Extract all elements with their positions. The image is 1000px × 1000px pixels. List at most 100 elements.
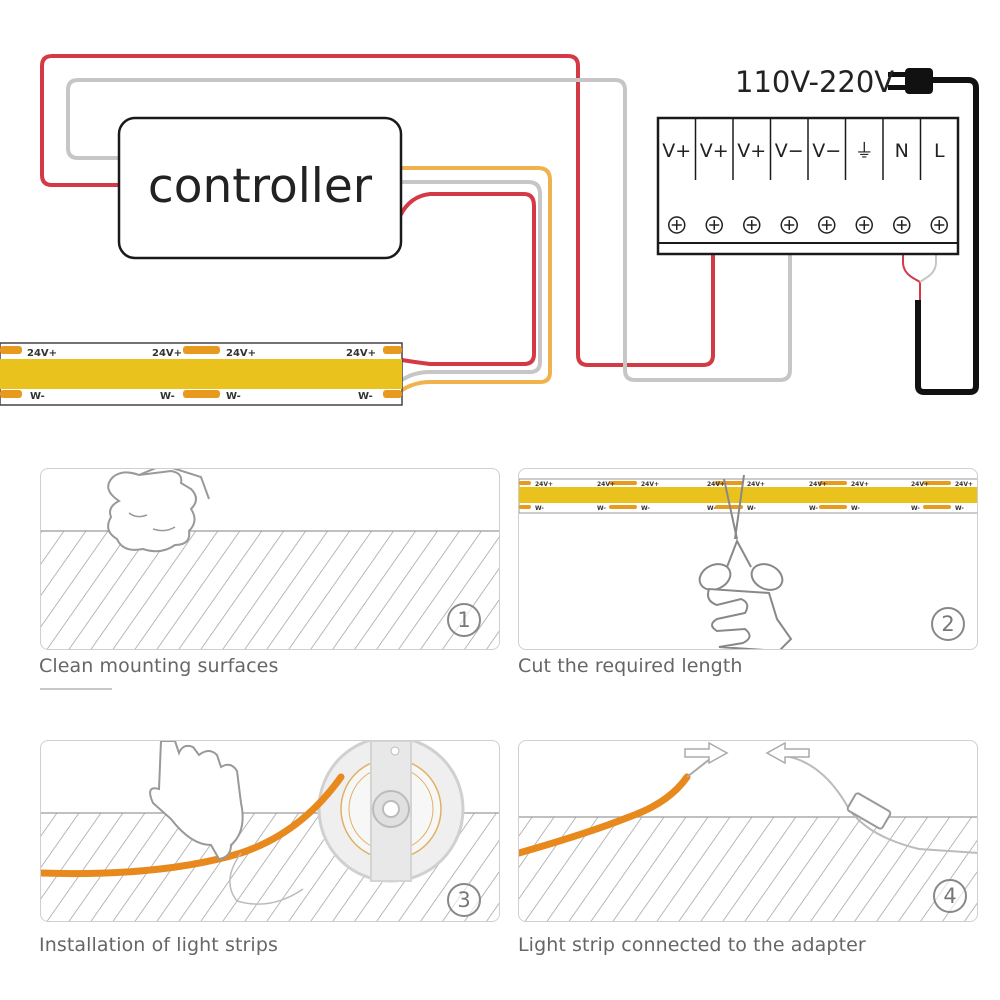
terminal-screw-icon: [855, 216, 873, 234]
hand-cloth-icon: [107, 469, 210, 553]
strip-pos-label: 24V+: [707, 481, 725, 488]
strip-neg-label: W-: [641, 505, 650, 512]
solder-pad: [923, 481, 951, 485]
step-number-badge: 2: [931, 607, 965, 641]
terminal-label: V+: [737, 140, 766, 162]
hand-icon: [707, 587, 793, 649]
led-strip-curve: [519, 773, 691, 857]
strip-neg-label: W-: [30, 391, 45, 402]
solder-pad: [609, 481, 637, 485]
strip-neg-label: W-: [160, 391, 175, 402]
voltage-label: 110V-220V: [735, 65, 894, 99]
strip-pos-label: 24V+: [955, 481, 973, 488]
step-2-panel: 24V+ W- 24V+ W- 24V+ W- 24V+ W- 24V+ W- 24V+ W- 24V+…: [518, 468, 978, 650]
hand-icon: [149, 741, 244, 861]
step-3-panel: 3: [40, 740, 500, 922]
solder-pad: [923, 505, 951, 509]
step-1-illustration: [41, 469, 499, 649]
step-3-illustration: [41, 741, 499, 921]
terminal-screw-icon: [818, 216, 836, 234]
solder-pad: [519, 481, 531, 485]
terminal-label: V+: [662, 140, 691, 162]
step-3-caption: Installation of light strips: [39, 934, 278, 956]
gray-wire-output: [400, 180, 542, 382]
solder-pad: [183, 346, 220, 354]
step-2-caption: Cut the required length: [518, 655, 743, 677]
strip-pos-label: 24V+: [152, 348, 182, 359]
terminal-label: ⏚: [855, 140, 874, 162]
step-4-caption: Light strip connected to the adapter: [518, 934, 866, 956]
terminal-screw-icon: [743, 216, 761, 234]
solder-pad: [819, 505, 847, 509]
solder-pad: [183, 390, 220, 398]
strip-neg-label: W-: [226, 391, 241, 402]
strip-neg-label: W-: [851, 505, 860, 512]
scissors-icon: [698, 474, 784, 591]
orange-wire-output: [400, 166, 552, 392]
solder-pad: [383, 390, 402, 398]
terminal-screw-icon: [668, 216, 686, 234]
terminal-label: V−: [812, 140, 841, 162]
terminal-screw-icon: [780, 216, 798, 234]
terminal-label: V+: [700, 140, 729, 162]
cable: [229, 852, 304, 905]
strip-pos-label: 24V+: [226, 348, 256, 359]
led-strip-curve: [41, 773, 345, 878]
strip-neg-label: W-: [535, 505, 544, 512]
step-4-panel: 4: [518, 740, 978, 922]
controller-label: controller: [148, 159, 373, 214]
strip-neg-label: W-: [955, 505, 964, 512]
step-number-badge: 3: [447, 883, 481, 917]
solder-pad: [0, 390, 22, 398]
step-4-illustration: [519, 741, 977, 921]
solder-pad: [715, 481, 743, 485]
terminal-label: L: [934, 140, 945, 162]
reel-icon: [317, 741, 465, 883]
strip-neg-label: W-: [809, 505, 818, 512]
strip-pos-label: 24V+: [911, 481, 929, 488]
live-wire: [902, 250, 921, 300]
strip-neg-label: W-: [358, 391, 373, 402]
adapter-box: [846, 792, 892, 830]
strip-neg-label: W-: [911, 505, 920, 512]
mains-cable: [915, 77, 979, 395]
terminal-screw-icon: [705, 216, 723, 234]
step-1-panel: 1: [40, 468, 500, 650]
red-wire-power: [40, 54, 715, 367]
connector-arrows: [684, 741, 810, 765]
strip-pos-label: 24V+: [346, 348, 376, 359]
plug-icon: [888, 68, 933, 94]
red-wire-output: [398, 192, 536, 366]
strip-pos-label: 24V+: [747, 481, 765, 488]
solder-pad: [715, 505, 743, 509]
controller-box: [117, 116, 403, 260]
terminal-label: N: [895, 140, 909, 162]
neutral-wire: [919, 250, 937, 283]
strip-neg-label: W-: [597, 505, 606, 512]
solder-pad: [383, 346, 402, 354]
step-number-badge: 1: [447, 603, 481, 637]
terminal-label: V−: [775, 140, 804, 162]
strip-pos-label: 24V+: [597, 481, 615, 488]
strip-neg-label: W-: [707, 505, 716, 512]
caption-underline: [40, 688, 112, 690]
strip-pos-label: 24V+: [851, 481, 869, 488]
step-1-caption: Clean mounting surfaces: [39, 655, 279, 677]
solder-pad: [519, 505, 531, 509]
gray-wire-ground: [66, 78, 792, 382]
led-strip: [0, 342, 403, 406]
strip-pos-label: 24V+: [809, 481, 827, 488]
power-supply: [656, 116, 960, 256]
solder-pad: [819, 481, 847, 485]
wiring-diagram: 110V-220V controller V+ V+ V+ V− V− ⏚ N L 24V+ 2…: [0, 54, 979, 406]
terminal-screw-icon: [893, 216, 911, 234]
step-2-illustration: 24V+ W- 24V+ W- 24V+ W- 24V+ W- 24V+ W- 24V+ W- 24V+…: [519, 474, 977, 649]
solder-pad: [609, 505, 637, 509]
terminal-screw-icon: [930, 216, 948, 234]
solder-pad: [0, 346, 22, 354]
strip-pos-label: 24V+: [27, 348, 57, 359]
strip-pos-label: 24V+: [641, 481, 659, 488]
strip-neg-label: W-: [747, 505, 756, 512]
step-number-badge: 4: [933, 879, 967, 913]
strip-pos-label: 24V+: [535, 481, 553, 488]
